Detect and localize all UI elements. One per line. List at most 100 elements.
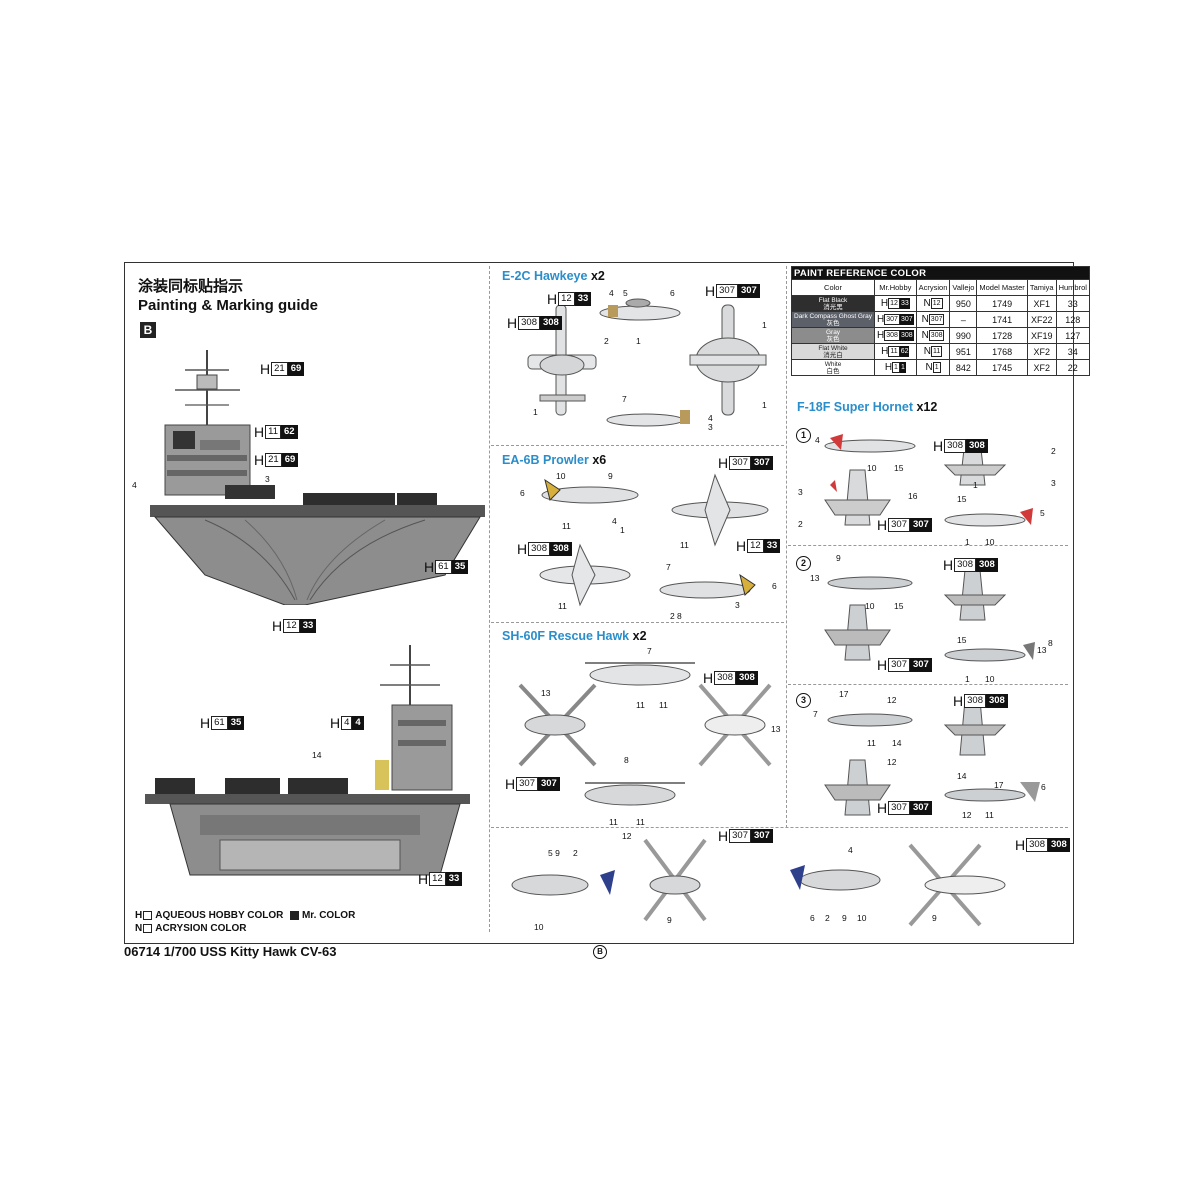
label-number: 11 [867,738,876,748]
label-number: 13 [771,724,781,734]
label-number: 11 [609,817,618,827]
label-number: 11 [985,810,994,820]
label-number: 9 [932,913,937,923]
label-number: 10 [865,601,875,611]
label-number: 13 [810,573,820,583]
label-number: 1 [762,400,767,410]
label-number: 1 [762,320,767,330]
label-number: 2 [604,336,609,346]
label-number: 1 [973,480,978,490]
label-number: 10 [867,463,877,473]
label-number: 15 [957,494,967,504]
label-number: 11 [636,700,645,710]
ship-rear-illustration [145,645,470,876]
section-badge: B [140,322,156,338]
paint-header: Humbrol [1055,279,1090,296]
label-number: 14 [312,750,322,760]
divider-sh60-bottom [491,827,1068,828]
label-number: 8 [1048,638,1053,648]
divider-left [489,266,490,932]
section-title-ea6b: EA-6B Prowler x6 [502,453,607,467]
label-number: 7 [666,562,671,572]
label-number: 8 [624,755,629,765]
label-number: 4 [609,288,614,298]
paint-header: Vallejo [949,279,978,296]
label-number: 15 [894,601,904,611]
label-number: 13 [1037,645,1047,655]
label-number: 16 [908,491,918,501]
label-number: 11 [558,601,567,611]
section-title-f18: F-18F Super Hornet x12 [797,400,938,414]
e2c-illustrations [527,298,767,427]
label-number: 10 [534,922,544,932]
label-number: 12 [887,757,897,767]
label-number: 4 [708,413,713,423]
label-number: 11 [659,700,668,710]
variant-marker: 1 [796,428,811,443]
label-number: 12 [622,831,632,841]
label-number: 11 [636,817,645,827]
label-number: 9 [836,553,841,563]
label-number: 4 [132,480,137,490]
label-number: 7 [813,709,818,719]
label-number: 15 [894,463,904,473]
divider-f18-2-3 [788,684,1068,685]
divider-ea6b-sh60 [491,622,784,623]
divider-f18-1-2 [788,545,1068,546]
label-number: 4 [612,516,617,526]
label-number: 1 [620,525,625,535]
title-english: Painting & Marking guide [138,297,319,314]
ea6b-illustrations [539,473,769,607]
label-number: 8 [677,611,682,621]
label-number: 9 [667,915,672,925]
label-number: 11 [680,540,689,550]
divider-right [786,266,787,828]
label-number: 6 [1041,782,1046,792]
label-number: 10 [985,537,995,547]
label-number: 2 [798,519,803,529]
label-number: 12 [887,695,897,705]
paint-header: Model Master [976,279,1028,296]
variant-marker: 2 [796,556,811,571]
variant-marker: 3 [796,693,811,708]
label-number: 5 [1040,508,1045,518]
section-title-e2c: E-2C Hawkeye x2 [502,269,605,283]
paint-header: Mr.Hobby [874,279,917,296]
label-number: 2 [573,848,578,858]
divider-e2c-ea6b [491,445,784,446]
label-number: 17 [994,780,1004,790]
label-number: 5 [623,288,628,298]
paint-reference-table: PAINT REFERENCE COLOR Color Mr.Hobby Acr… [790,266,1090,376]
label-number: 17 [839,689,849,699]
f18-illustrations [824,434,1040,816]
section-title-sh60: SH-60F Rescue Hawk x2 [502,629,647,643]
label-number: 14 [957,771,967,781]
label-number: 1 [636,336,641,346]
